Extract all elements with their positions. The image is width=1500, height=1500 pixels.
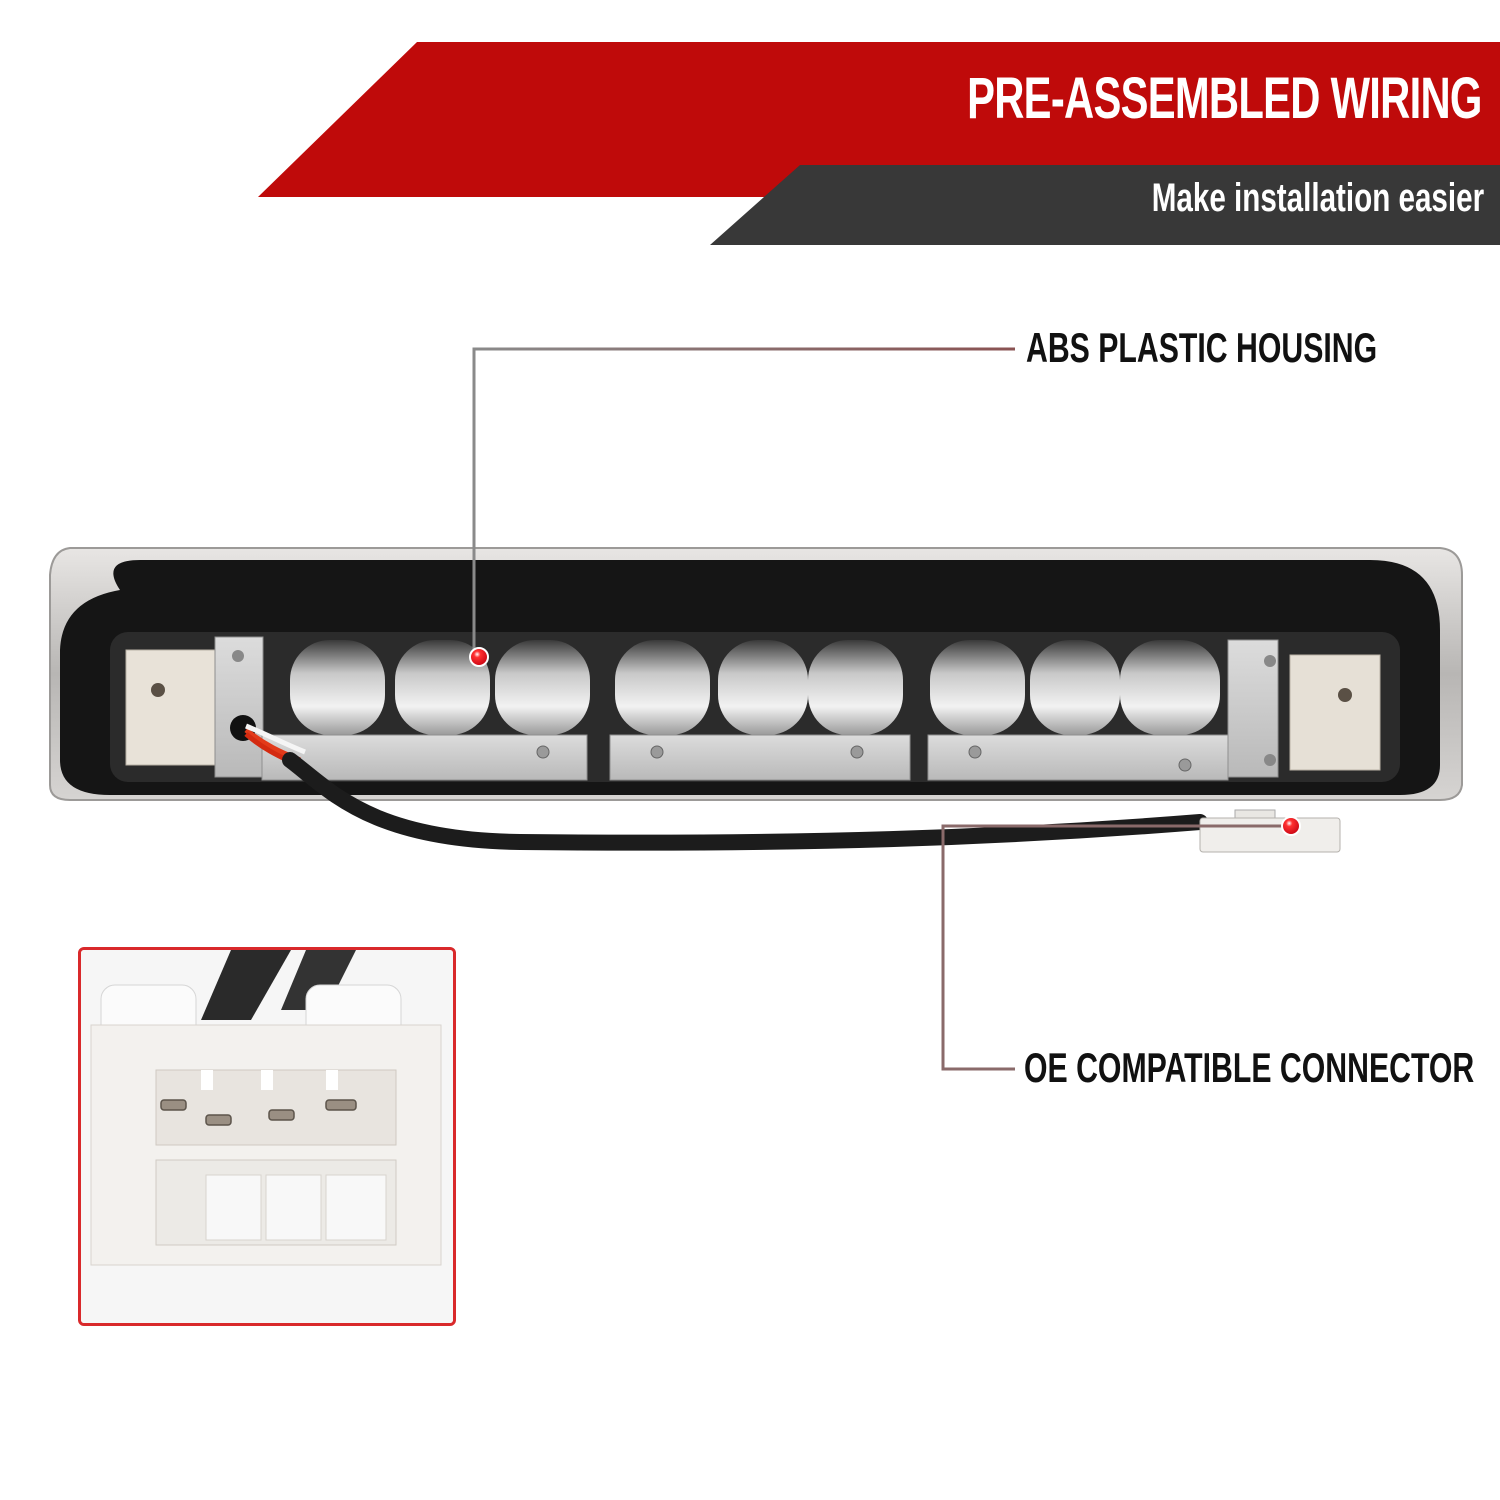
connector-closeup-inset <box>78 947 456 1326</box>
callout-abs-housing: ABS PLASTIC HOUSING <box>1026 324 1378 371</box>
connector-marker-dot <box>1281 816 1301 836</box>
callout-oe-connector: OE COMPATIBLE CONNECTOR <box>1024 1044 1475 1091</box>
connector-leader-line <box>941 824 1288 1071</box>
page-subtitle: Make installation easier <box>1151 176 1484 220</box>
connector-closeup-image <box>81 950 453 1323</box>
housing-marker-dot <box>469 647 489 667</box>
callout-lines <box>472 347 1288 1071</box>
dark-banner-shape <box>710 165 1500 245</box>
led-reflector-row <box>290 640 1220 735</box>
brake-light-product <box>49 547 1463 853</box>
red-banner-shape <box>258 42 1500 197</box>
connector-pins <box>160 1099 357 1126</box>
page-title: PRE-ASSEMBLED WIRING <box>967 66 1482 131</box>
housing-leader-line <box>472 347 1015 655</box>
